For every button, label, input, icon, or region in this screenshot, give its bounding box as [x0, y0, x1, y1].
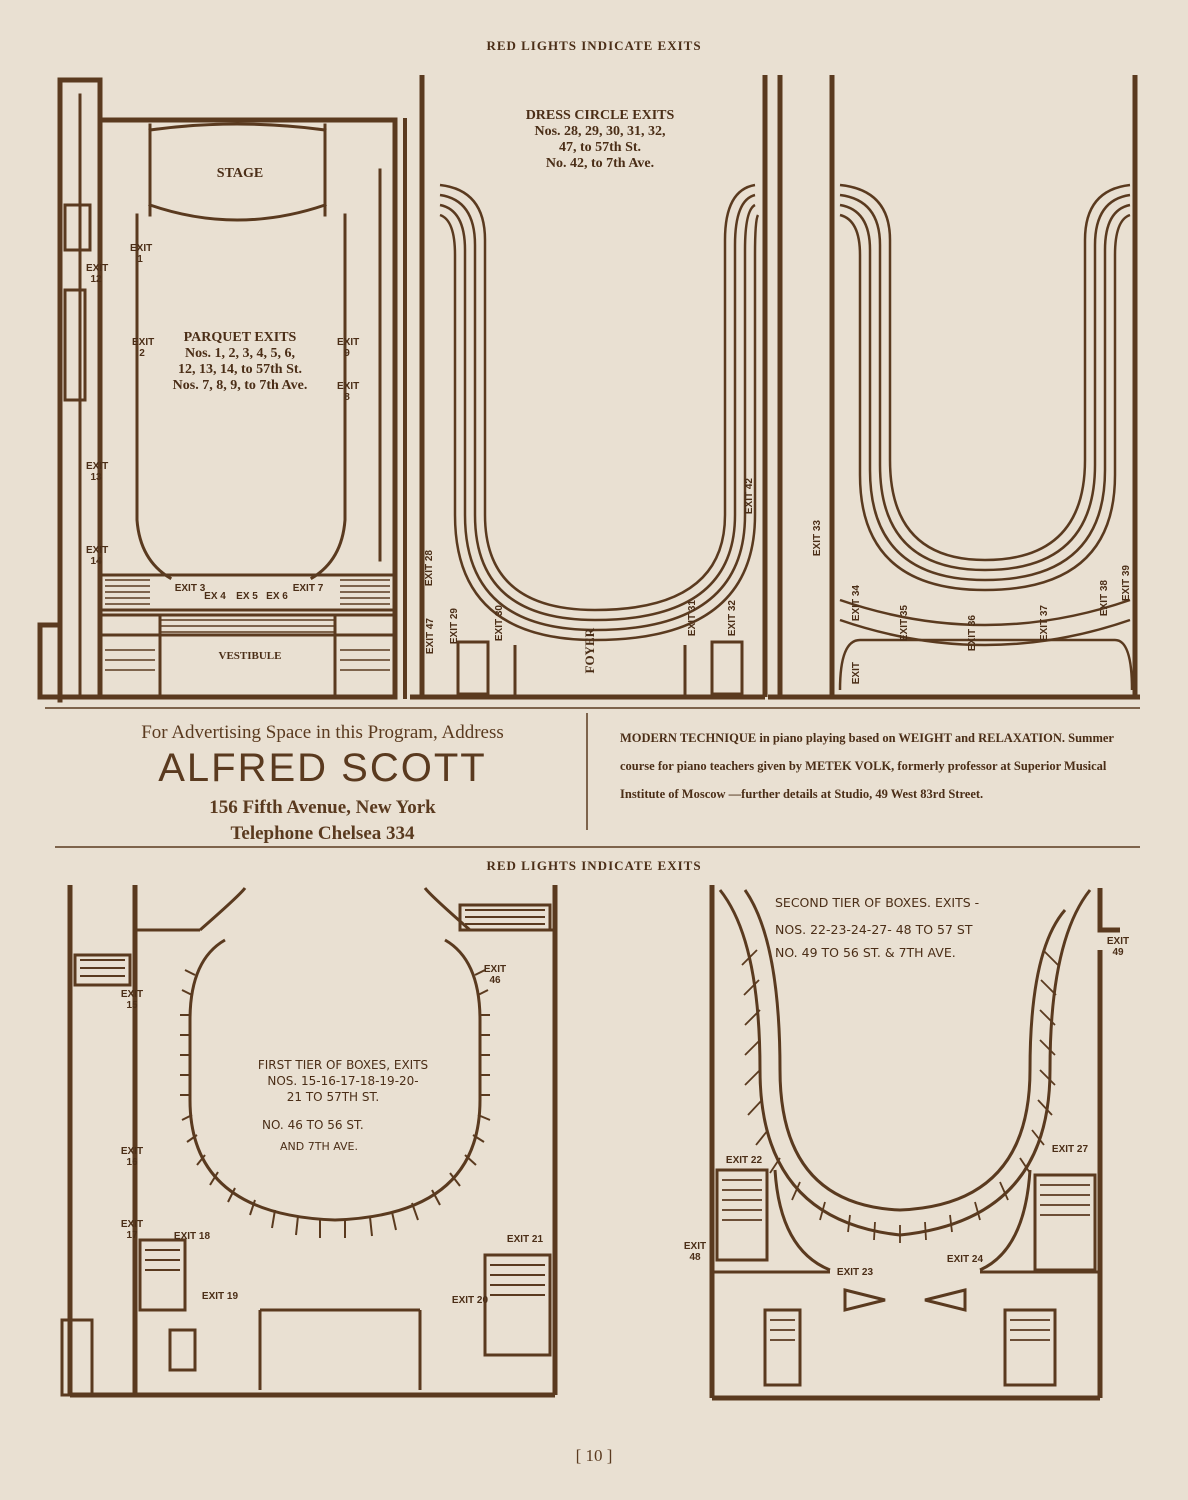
first-tier-exit-label: EXIT 18 — [173, 1231, 211, 1242]
second-tier-exit-label: EXIT 49 — [1106, 936, 1130, 958]
dress-circle-exit-label: EXIT 42 — [744, 478, 755, 515]
first-tier-exit-label: EXIT 19 — [201, 1291, 239, 1302]
second-tier-line2: NOS. 22-23-24-27- 48 TO 57 ST — [775, 922, 973, 937]
piano-advertisement: MODERN TECHNIQUE in piano playing based … — [620, 731, 1114, 801]
advertising-contact: For Advertising Space in this Program, A… — [60, 722, 585, 846]
dress-circle-exit-label: EXIT 47 — [425, 618, 436, 655]
second-tier-exit-label: EXIT 24 — [946, 1254, 984, 1265]
balcony-exit-label: EXIT 39 — [1121, 565, 1132, 602]
second-tier-exit-label: EXIT 48 — [683, 1241, 707, 1263]
advertiser-name: ALFRED SCOTT — [158, 746, 487, 790]
top-floor-plans — [37, 75, 1140, 703]
header-bottom: RED LIGHTS INDICATE EXITS — [486, 858, 702, 873]
second-tier-exit-label: EXIT 22 — [725, 1155, 763, 1166]
parquet-exit-label: EX 5 — [236, 591, 258, 602]
parquet-exit-label: EXIT 8 — [337, 381, 360, 403]
bottom-floor-plans — [60, 885, 1120, 1401]
first-tier-line2: NOS. 15-16-17-18-19-20- — [267, 1074, 419, 1088]
balcony-exit-label: EXIT — [851, 662, 862, 685]
advertiser-phone: Telephone Chelsea 334 — [230, 822, 415, 844]
dress-circle-exit-label: EXIT 28 — [424, 550, 435, 587]
first-tier-line3: 21 TO 57TH ST. — [286, 1090, 380, 1104]
balcony-exit-label: EXIT 35 — [899, 605, 910, 642]
second-tier-line1: SECOND TIER OF BOXES. EXITS - — [775, 895, 980, 910]
second-tier-exit-label: EXIT 27 — [1051, 1144, 1089, 1155]
second-tier-line3: NO. 49 TO 56 ST. & 7TH AVE. — [775, 945, 956, 960]
page-number: [ 10 ] — [575, 1446, 613, 1465]
parquet-exit-label: EXIT 3 — [174, 583, 206, 594]
dress-circle-exit-label: EXIT 32 — [727, 600, 738, 637]
advertising-line: For Advertising Space in this Program, A… — [141, 722, 504, 743]
balcony-exit-label: EXIT 37 — [1039, 605, 1050, 642]
parquet-exit-label: EXIT 9 — [337, 337, 360, 359]
parquet-exit-label: EXIT 14 — [86, 545, 109, 567]
parquet-exit-label: EXIT 13 — [86, 461, 109, 483]
foyer-label: FOYER — [582, 628, 597, 674]
balcony-exit-label: EXIT 33 — [812, 520, 823, 557]
balcony-exit-label: EXIT 38 — [1099, 580, 1110, 617]
dress-circle-title: DRESS CIRCLE EXITS — [525, 108, 675, 123]
parquet-exits-title: PARQUET EXITS — [183, 330, 297, 345]
first-tier-exit-label: EXIT 20 — [451, 1295, 489, 1306]
parquet-exit-label: EXIT 7 — [292, 583, 324, 594]
header-top: RED LIGHTS INDICATE EXITS — [486, 38, 702, 53]
first-tier-exit-label: EXIT 16 — [120, 1146, 144, 1168]
first-tier-line1: FIRST TIER OF BOXES, EXITS — [257, 1058, 429, 1072]
parquet-exits-line2: 12, 13, 14, to 57th St. — [177, 362, 303, 377]
first-tier-line4: NO. 46 TO 56 ST. — [262, 1118, 364, 1132]
advertiser-address: 156 Fifth Avenue, New York — [209, 797, 436, 818]
parquet-exit-label: EX 4 — [204, 591, 226, 602]
first-tier-exit-label: EXIT 21 — [506, 1234, 544, 1245]
parquet-exit-label: EXIT 1 — [130, 243, 153, 265]
parquet-exits-line3: Nos. 7, 8, 9, to 7th Ave. — [172, 378, 308, 393]
dress-circle-exit-label: EXIT 30 — [494, 605, 505, 642]
first-tier-exit-label: EXIT 46 — [483, 964, 507, 986]
first-tier-exit-label: EXIT 17 — [120, 1219, 144, 1241]
dress-circle-exit-label: EXIT 29 — [449, 608, 460, 645]
parquet-exit-label: EXIT 12 — [86, 263, 109, 285]
dress-circle-line1: Nos. 28, 29, 30, 31, 32, — [534, 124, 666, 139]
second-tier-exit-label: EXIT 23 — [836, 1267, 874, 1278]
balcony-exit-label: EXIT 34 — [851, 585, 862, 622]
parquet-exit-label: EX 6 — [266, 591, 288, 602]
dress-circle-line3: No. 42, to 7th Ave. — [545, 156, 655, 171]
parquet-exit-label: EXIT 2 — [132, 337, 155, 359]
ad-dividers — [45, 707, 1140, 848]
first-tier-line5: AND 7TH AVE. — [280, 1140, 358, 1153]
dress-circle-line2: 47, to 57th St. — [558, 140, 642, 155]
dress-circle-exit-label: EXIT 31 — [687, 600, 698, 637]
parquet-stage-label: STAGE — [216, 166, 264, 181]
parquet-vestibule-label: VESTIBULE — [218, 650, 282, 662]
parquet-exits-line1: Nos. 1, 2, 3, 4, 5, 6, — [184, 346, 296, 361]
first-tier-exit-label: EXIT 15 — [120, 989, 144, 1011]
balcony-exit-label: EXIT 36 — [967, 615, 978, 652]
